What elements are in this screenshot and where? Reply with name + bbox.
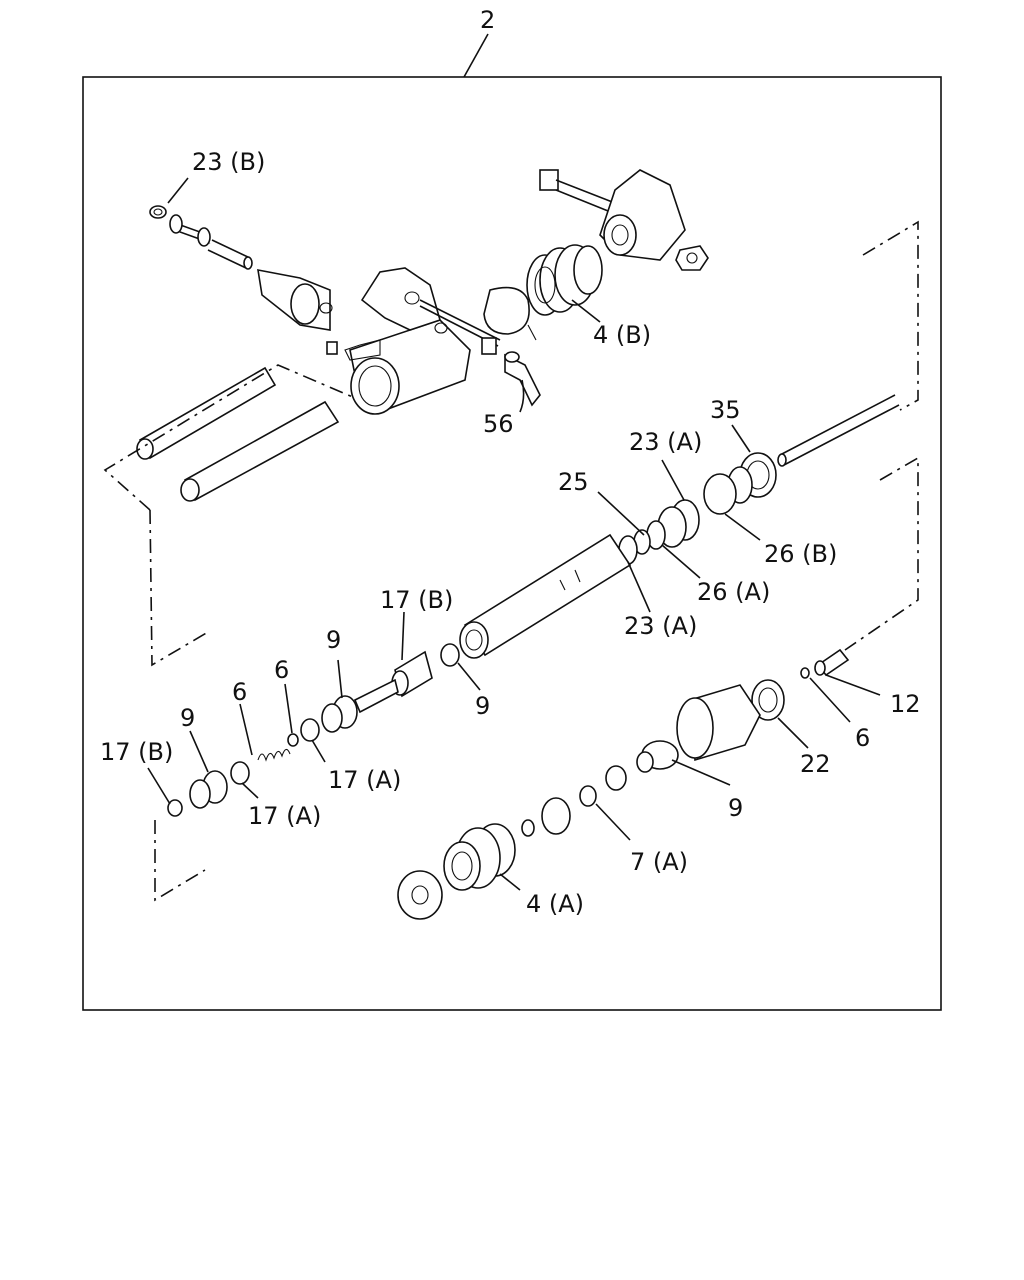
callout-9-c: 9 [180,704,195,732]
piston-9-left [189,770,228,809]
bolt [539,169,621,216]
callout-17a-left: 17 (A) [248,802,321,830]
nut [675,245,709,271]
assembly-number-label: 2 [480,6,495,34]
callout-22: 22 [800,750,831,778]
alignment-bracket-left [149,509,209,667]
callout-9-b: 9 [475,692,490,720]
ring-17b-left [167,799,183,817]
cup-9-upper [321,695,358,733]
callout-56: 56 [483,410,514,438]
piston-9-right [636,740,679,773]
assembly-leader-line [463,33,489,78]
callout-6-c: 6 [855,724,870,752]
long-rod [777,394,900,467]
callout-9-d: 9 [728,794,743,822]
callout-26b: 26 (B) [764,540,837,568]
hose-fitting-56 [504,351,541,407]
callout-9-a: 9 [326,626,341,654]
pin-rod [207,239,253,270]
input-shaft-lower [180,400,340,502]
clevis-yoke [257,269,333,331]
bleeder-screw [326,341,338,355]
callout-17b-left: 17 (B) [100,738,173,766]
alignment-line-upper [103,364,356,511]
alignment-bracket-right-upper [862,220,919,411]
leader-lines [147,177,881,891]
callout-4b: 4 (B) [593,321,651,349]
seal-17a-mid [300,718,320,742]
piston-rod-small [353,678,399,714]
o-ring-26b [703,473,737,515]
callout-6-b: 6 [232,678,247,706]
alignment-bracket-left-lower [154,820,206,902]
callout-23b: 23 (B) [192,148,265,176]
boot-4b [526,244,603,316]
slave-cylinder-body [349,267,471,415]
callout-4a: 4 (A) [526,890,584,918]
coupler [521,797,571,837]
callout-23a-top: 23 (A) [629,428,702,456]
callout-17b-mid: 17 (B) [380,586,453,614]
bushing-sleeve [169,214,211,247]
dust-cap [397,870,443,920]
main-cylinder-tube [459,533,632,659]
seal-22 [751,679,785,721]
callout-7a: 7 (A) [630,848,688,876]
washer-6-mid [287,733,299,747]
retaining-clip [483,286,537,341]
seal-23a-top [657,499,700,548]
callout-12: 12 [890,690,921,718]
washer-6-right [800,667,810,679]
callout-26a: 26 (A) [697,578,770,606]
seal-9-mid [440,643,460,667]
callout-35: 35 [710,396,741,424]
end-housing [599,169,686,261]
input-shaft-upper [136,366,277,460]
callout-25: 25 [558,468,589,496]
alignment-bracket-right-lower [844,456,919,651]
callout-23a-bottom: 23 (A) [624,612,697,640]
callout-17a-mid: 17 (A) [328,766,401,794]
small-collar [481,337,497,355]
bracket-plate [344,339,381,361]
boot-large [676,684,761,762]
seal-17a-left [230,761,250,785]
assembly-frame [82,76,942,1011]
spring-mid [257,748,291,762]
valve-tip-12 [814,648,850,677]
spacer [605,765,627,791]
washer-7a [579,785,597,807]
callout-6-a: 6 [274,656,289,684]
boot-4a [443,823,516,891]
snap-ring-23b [149,205,167,219]
